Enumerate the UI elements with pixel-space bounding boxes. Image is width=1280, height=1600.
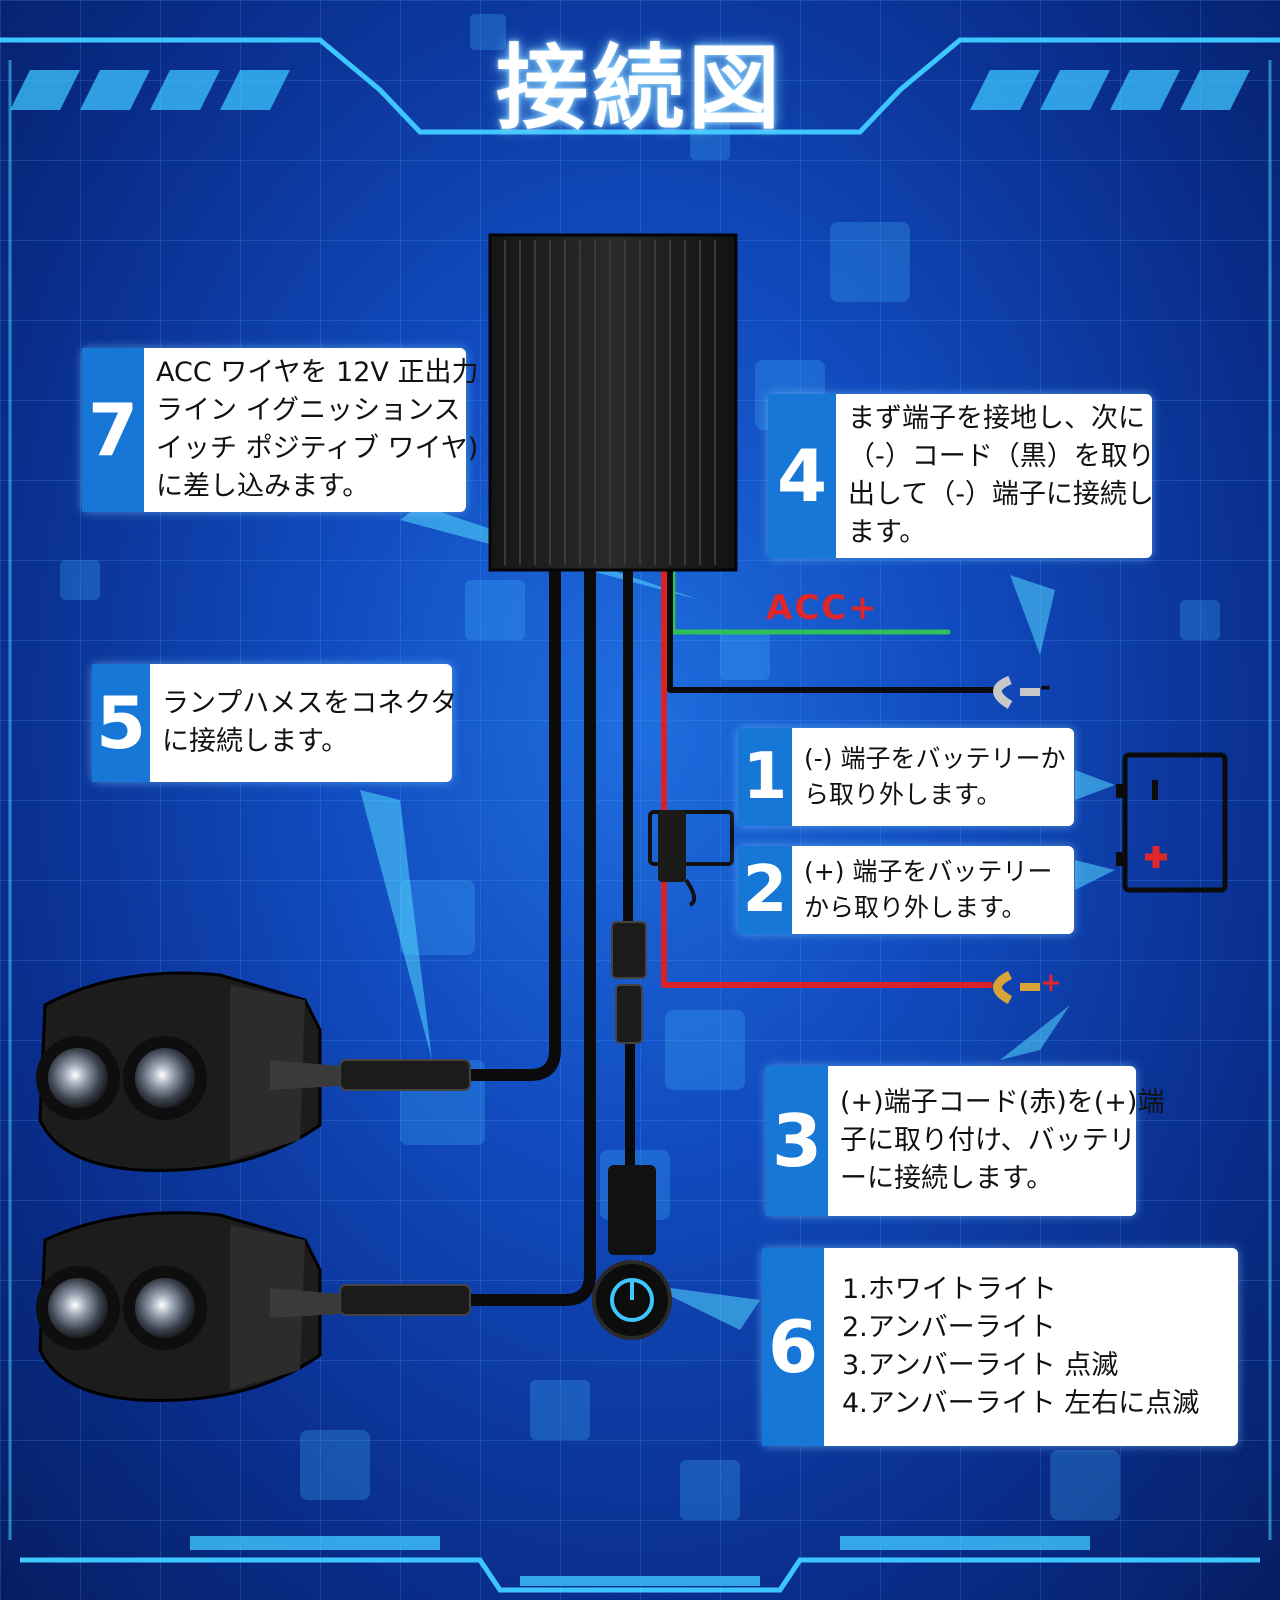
positive-wire-red — [661, 567, 993, 988]
step-2-callout: 2 (+) 端子をバッテリーから取り外します。 — [738, 846, 1074, 934]
step-5-callout: 5 ランプハメスをコネクタに接続します。 — [92, 664, 457, 782]
step-number: 6 — [762, 1248, 824, 1446]
step-number: 1 — [738, 728, 792, 826]
positive-terminal-label: + — [1040, 968, 1062, 998]
step-text: (+)端子コード(赤)を(+)端子に取り付け、バッテリ ーに接続します。 — [840, 1087, 1165, 1194]
acc-label: ACC+ — [766, 588, 879, 628]
fuse-holder — [648, 810, 734, 907]
step-4-callout: 4 まず端子を接地し、次に（-）コード（黒）を取り 出して（-）端子に接続します… — [768, 394, 1155, 558]
positive-terminal — [993, 970, 1040, 1004]
header-frame — [0, 37, 1280, 1593]
lamp-wire-2 — [459, 559, 596, 1306]
lamp-2 — [36, 1211, 340, 1402]
step-text: (-) 端子をバッテリーから取り外します。 — [804, 744, 1066, 809]
step-number: 2 — [738, 846, 792, 934]
step-1-callout: 1 (-) 端子をバッテリーから取り外します。 — [738, 728, 1074, 826]
negative-terminal — [993, 675, 1040, 709]
footer-bars — [190, 1536, 1090, 1586]
controller-box — [488, 233, 738, 572]
header-stripes — [10, 70, 1250, 110]
step-7-callout: 7 ACC ワイヤを 12V 正出力ライン イグニッションス イッチ ポジティブ… — [82, 348, 478, 512]
battery — [1116, 752, 1228, 893]
step-number: 3 — [766, 1066, 828, 1216]
wires — [459, 559, 1003, 1306]
connectors — [339, 921, 647, 1316]
negative-terminal-label: - — [1040, 672, 1051, 702]
step-number: 5 — [92, 664, 150, 782]
step-text: ACC ワイヤを 12V 正出力ライン イグニッションス イッチ ポジティブ ワ… — [156, 357, 479, 502]
ground-wire-black — [667, 567, 1003, 693]
lamp-1 — [36, 971, 340, 1172]
step-text: まず端子を接地し、次に（-）コード（黒）を取り 出して（-）端子に接続します。 — [848, 403, 1155, 548]
step-text: (+) 端子をバッテリーから取り外します。 — [804, 857, 1053, 922]
power-switch — [592, 1165, 672, 1340]
step-number: 7 — [82, 348, 144, 512]
step-3-callout: 3 (+)端子コード(赤)を(+)端子に取り付け、バッテリ ーに接続します。 — [766, 1066, 1164, 1216]
page-title: 接続図 — [495, 35, 784, 142]
lamp-wire-1 — [459, 559, 561, 1081]
step-number: 4 — [768, 394, 836, 558]
step-text: ランプハメスをコネクタに接続します。 — [162, 688, 458, 757]
battery-plus-icon — [1145, 846, 1167, 868]
